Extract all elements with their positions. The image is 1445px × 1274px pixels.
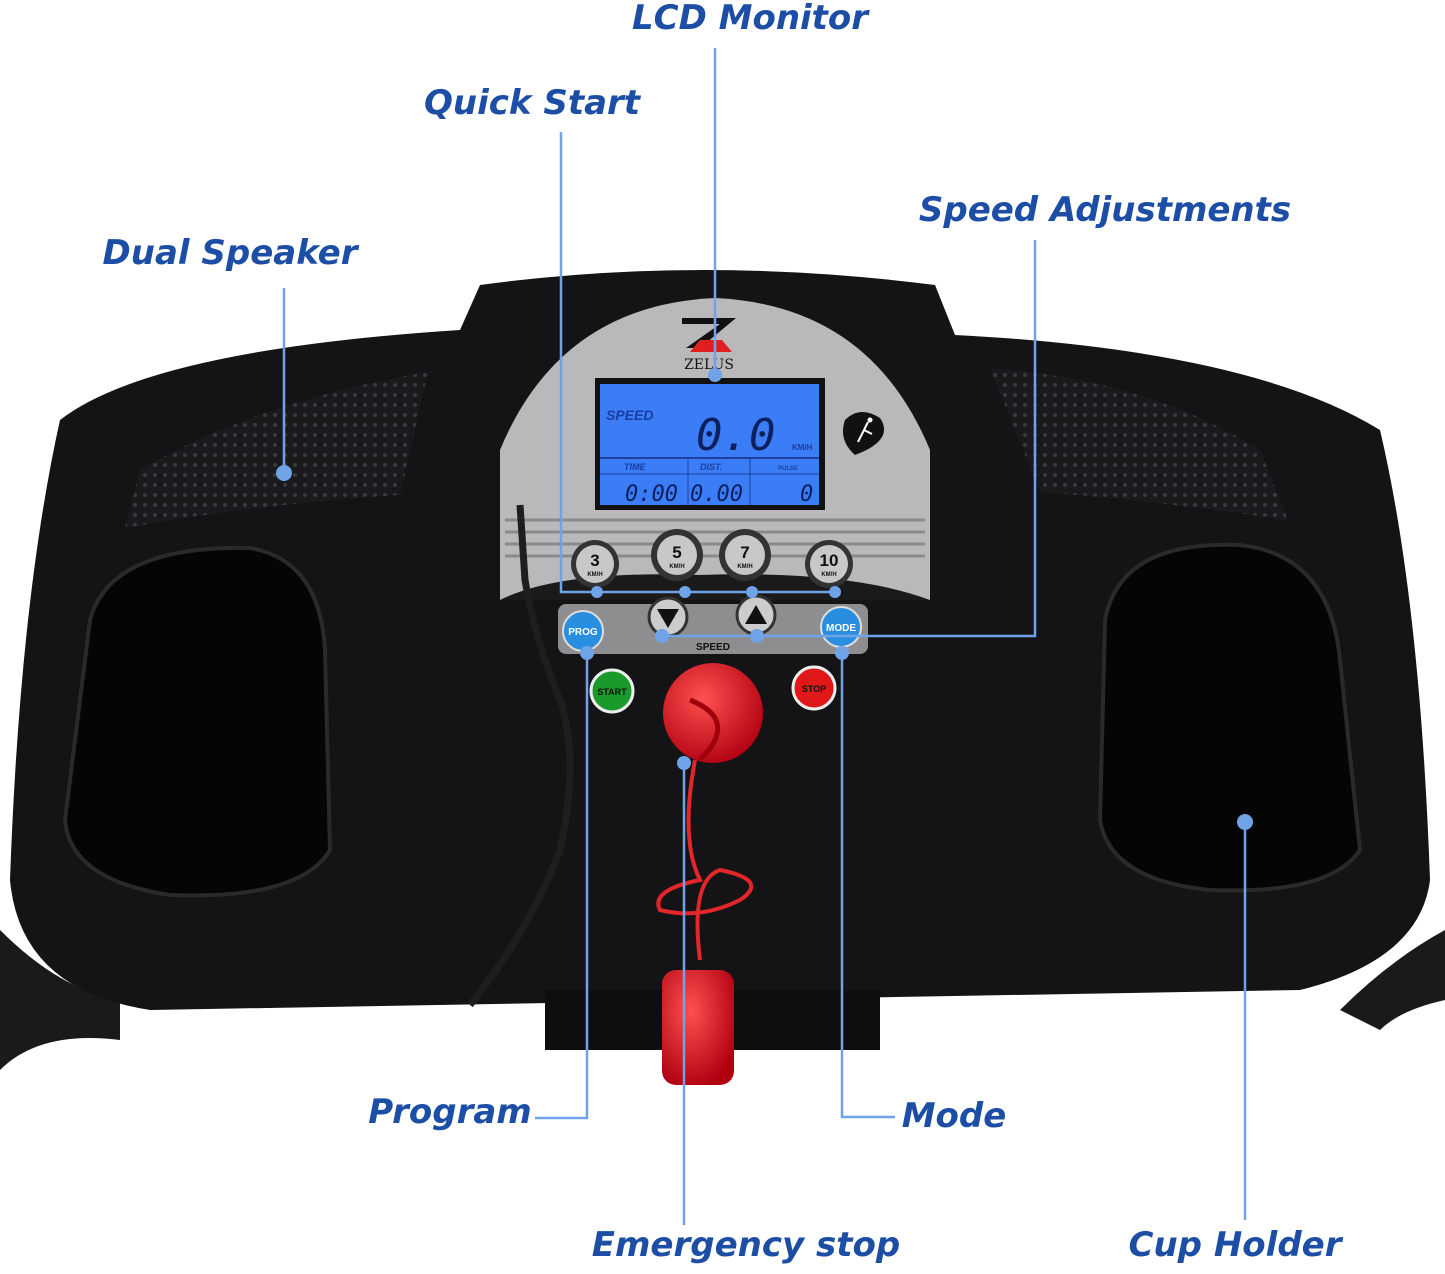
lcd-time-label: TIME	[624, 462, 646, 472]
svg-text:7: 7	[740, 543, 749, 562]
label-dual-speaker: Dual Speaker	[102, 233, 358, 273]
right-handlebar	[1340, 930, 1445, 1030]
mode-button[interactable]: MODE	[820, 606, 862, 648]
label-mode: Mode	[901, 1096, 1007, 1136]
speed-buttons-label: SPEED	[696, 642, 730, 653]
control-strip	[558, 604, 868, 654]
svg-text:STOP: STOP	[802, 684, 826, 694]
svg-text:KM/H: KM/H	[587, 572, 602, 578]
lcd-dist-label: DIST.	[700, 462, 722, 472]
prog-button[interactable]: PROG	[562, 610, 604, 652]
speed-down-button[interactable]	[647, 596, 689, 638]
left-handlebar	[0, 930, 120, 1070]
left-cup-holder	[62, 545, 333, 898]
label-program: Program	[368, 1092, 532, 1132]
quick-speed-3-button[interactable]: 3 KM/H	[571, 540, 619, 588]
svg-text:ZELUS: ZELUS	[684, 357, 734, 373]
label-lcd-monitor: LCD Monitor	[631, 0, 869, 38]
label-speed-adjustments: Speed Adjustments	[918, 190, 1292, 230]
down-arrow-icon	[657, 609, 679, 628]
svg-text:KM/H: KM/H	[737, 564, 752, 570]
lcd-speed-value: 0.0	[696, 410, 775, 461]
quick-speed-5-button[interactable]: 5 KM/H	[651, 529, 703, 581]
lcd-speed-label: SPEED	[606, 407, 653, 423]
stop-button[interactable]: STOP	[791, 665, 837, 711]
svg-text:KM/H: KM/H	[821, 572, 836, 578]
label-quick-start: Quick Start	[423, 83, 641, 123]
svg-text:3: 3	[590, 551, 599, 570]
label-emergency-stop: Emergency stop	[591, 1225, 901, 1265]
speed-up-button[interactable]	[735, 594, 777, 636]
svg-text:PROG: PROG	[568, 627, 598, 638]
svg-text:MODE: MODE	[826, 623, 856, 634]
lcd-time-value: 0:00	[625, 482, 678, 507]
lcd-pulse-label: PULSE	[778, 466, 798, 472]
svg-text:5: 5	[672, 543, 681, 562]
heart-runner-icon	[842, 411, 885, 455]
quick-speed-7-button[interactable]: 7 KM/H	[719, 529, 771, 581]
zelus-logo: ZELUS	[682, 318, 736, 373]
start-button[interactable]: START	[589, 668, 635, 714]
lcd-pulse-value: 0	[800, 482, 813, 507]
right-speaker-grille	[990, 368, 1288, 520]
audio-cable	[467, 504, 574, 1008]
lcd-dist-value: 0.00	[690, 482, 743, 507]
right-cup-holder	[1097, 542, 1363, 893]
up-arrow-icon	[745, 605, 767, 624]
label-cup-holder: Cup Holder	[1128, 1225, 1342, 1265]
svg-text:10: 10	[820, 551, 839, 570]
leader-lines	[282, 48, 1247, 1225]
emergency-stop-key[interactable]	[656, 663, 763, 1085]
leader-dots	[276, 368, 1253, 830]
quick-speed-10-button[interactable]: 10 KM/H	[805, 540, 853, 588]
svg-text:START: START	[597, 687, 627, 697]
lcd-speed-unit: KM/H	[792, 443, 813, 452]
svg-text:KM/H: KM/H	[669, 564, 684, 570]
left-speaker-grille	[125, 372, 428, 528]
